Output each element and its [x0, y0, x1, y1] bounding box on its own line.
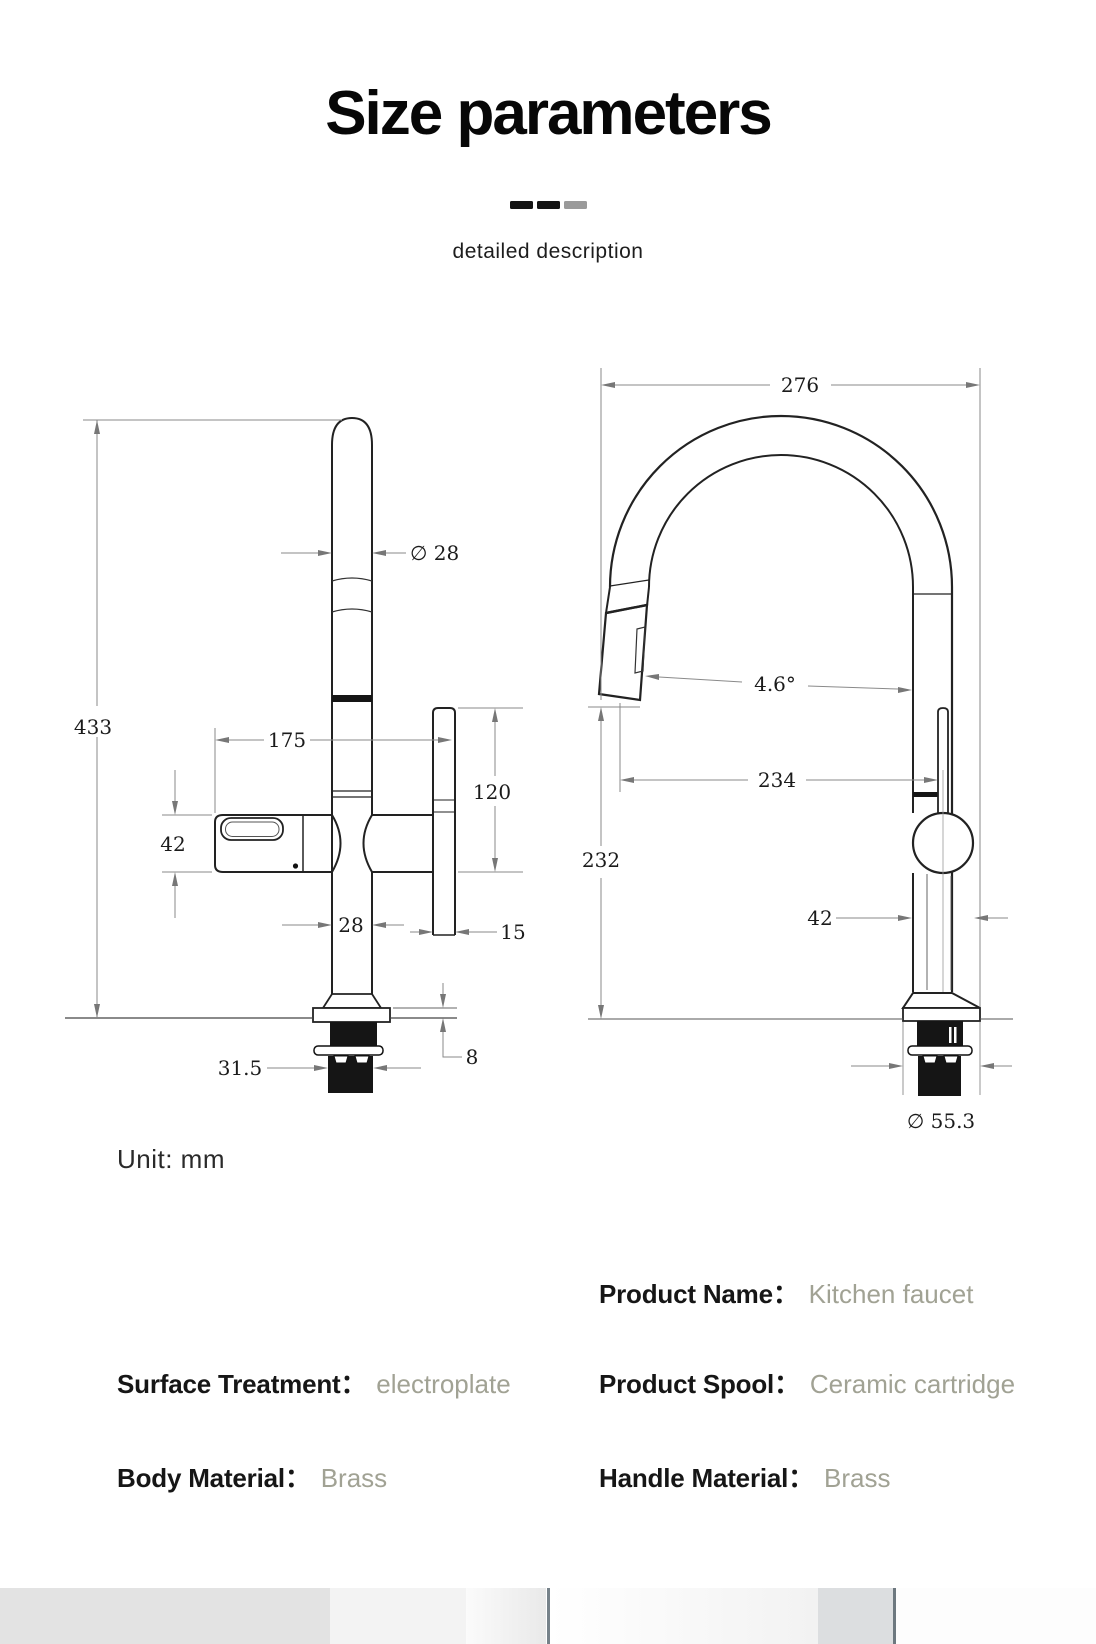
- front-view-dimension-labels: 276 4.6° 234 232 42 ∅ 55.3: [582, 373, 975, 1133]
- photo-light-band: [330, 1588, 466, 1644]
- spec-product-spool: Product Spool： Ceramic cartridge: [599, 1364, 1015, 1401]
- spec-product-name-value: Kitchen faucet: [808, 1279, 974, 1309]
- dim-pipe-width: 28: [338, 913, 363, 937]
- dim-total-width: 276: [781, 373, 819, 397]
- spec-body-material: Body Material： Brass: [117, 1458, 387, 1495]
- spec-handle-material-label: Handle Material：: [599, 1463, 814, 1493]
- spec-product-spool-value: Ceramic cartridge: [809, 1369, 1016, 1399]
- spec-product-name: Product Name： Kitchen faucet: [599, 1274, 973, 1311]
- unit-label: Unit: mm: [117, 1144, 225, 1174]
- spec-body-material-label: Body Material：: [117, 1463, 311, 1493]
- subtitle: detailed description: [452, 240, 644, 263]
- side-view-dimensions: [83, 419, 523, 1071]
- spec-product-spool-label: Product Spool：: [599, 1369, 800, 1399]
- divider-dash-dark: [536, 201, 560, 209]
- photo-edge-line-2: [893, 1588, 896, 1644]
- dim-thread-width: 31.5: [218, 1056, 263, 1080]
- faucet-side-view-drawing: 433 ∅ 28 175 120 42 28 15 31.5 8: [65, 416, 526, 1093]
- photo-gradient-band: [466, 1588, 546, 1644]
- divider-dash-gray: [563, 201, 587, 209]
- side-faucet-body: [65, 416, 457, 1093]
- front-faucet-body: [588, 414, 1013, 1096]
- side-view-dimension-labels: 433 ∅ 28 175 120 42 28 15 31.5 8: [74, 541, 526, 1080]
- spec-surface-treatment-value: electroplate: [376, 1369, 511, 1399]
- dim-spout-tube-height: 120: [473, 780, 511, 804]
- divider-dash-dark: [509, 201, 533, 209]
- photo-gray-band-2: [818, 1588, 893, 1644]
- photo-edge-line: [547, 1588, 550, 1644]
- spec-handle-material: Handle Material： Brass: [599, 1458, 890, 1495]
- dim-deck-plate-thickness: 8: [466, 1045, 479, 1069]
- dim-body-width: 42: [807, 906, 832, 930]
- dim-handle-height: 42: [160, 832, 185, 856]
- spec-body-material-value: Brass: [320, 1463, 388, 1493]
- dim-total-height: 433: [74, 715, 112, 739]
- faucet-front-view-drawing: 276 4.6° 234 232 42 ∅ 55.3: [582, 368, 1013, 1133]
- spec-product-name-label: Product Name：: [599, 1279, 799, 1309]
- spec-surface-treatment: Surface Treatment： electroplate: [117, 1364, 511, 1401]
- dim-spout-height: 232: [582, 848, 620, 872]
- spec-surface-treatment-label: Surface Treatment：: [117, 1369, 367, 1399]
- title-divider: [0, 201, 1096, 209]
- dim-spout-reach: 234: [758, 768, 796, 792]
- next-section-photo-edge: [0, 1588, 1096, 1644]
- page-title: Size parameters: [325, 79, 773, 148]
- dim-pipe-diameter: ∅ 28: [410, 541, 459, 565]
- photo-white-band-2: [896, 1588, 1096, 1644]
- dim-base-diameter: ∅ 55.3: [907, 1109, 975, 1133]
- front-view-dimensions: [588, 368, 1012, 1095]
- dim-spout-tube-width: 15: [500, 920, 525, 944]
- photo-white-band: [550, 1588, 818, 1644]
- dim-handle-reach: 175: [268, 728, 306, 752]
- dim-spray-head-angle: 4.6°: [754, 672, 796, 696]
- spec-handle-material-value: Brass: [823, 1463, 891, 1493]
- photo-gray-band: [0, 1588, 330, 1644]
